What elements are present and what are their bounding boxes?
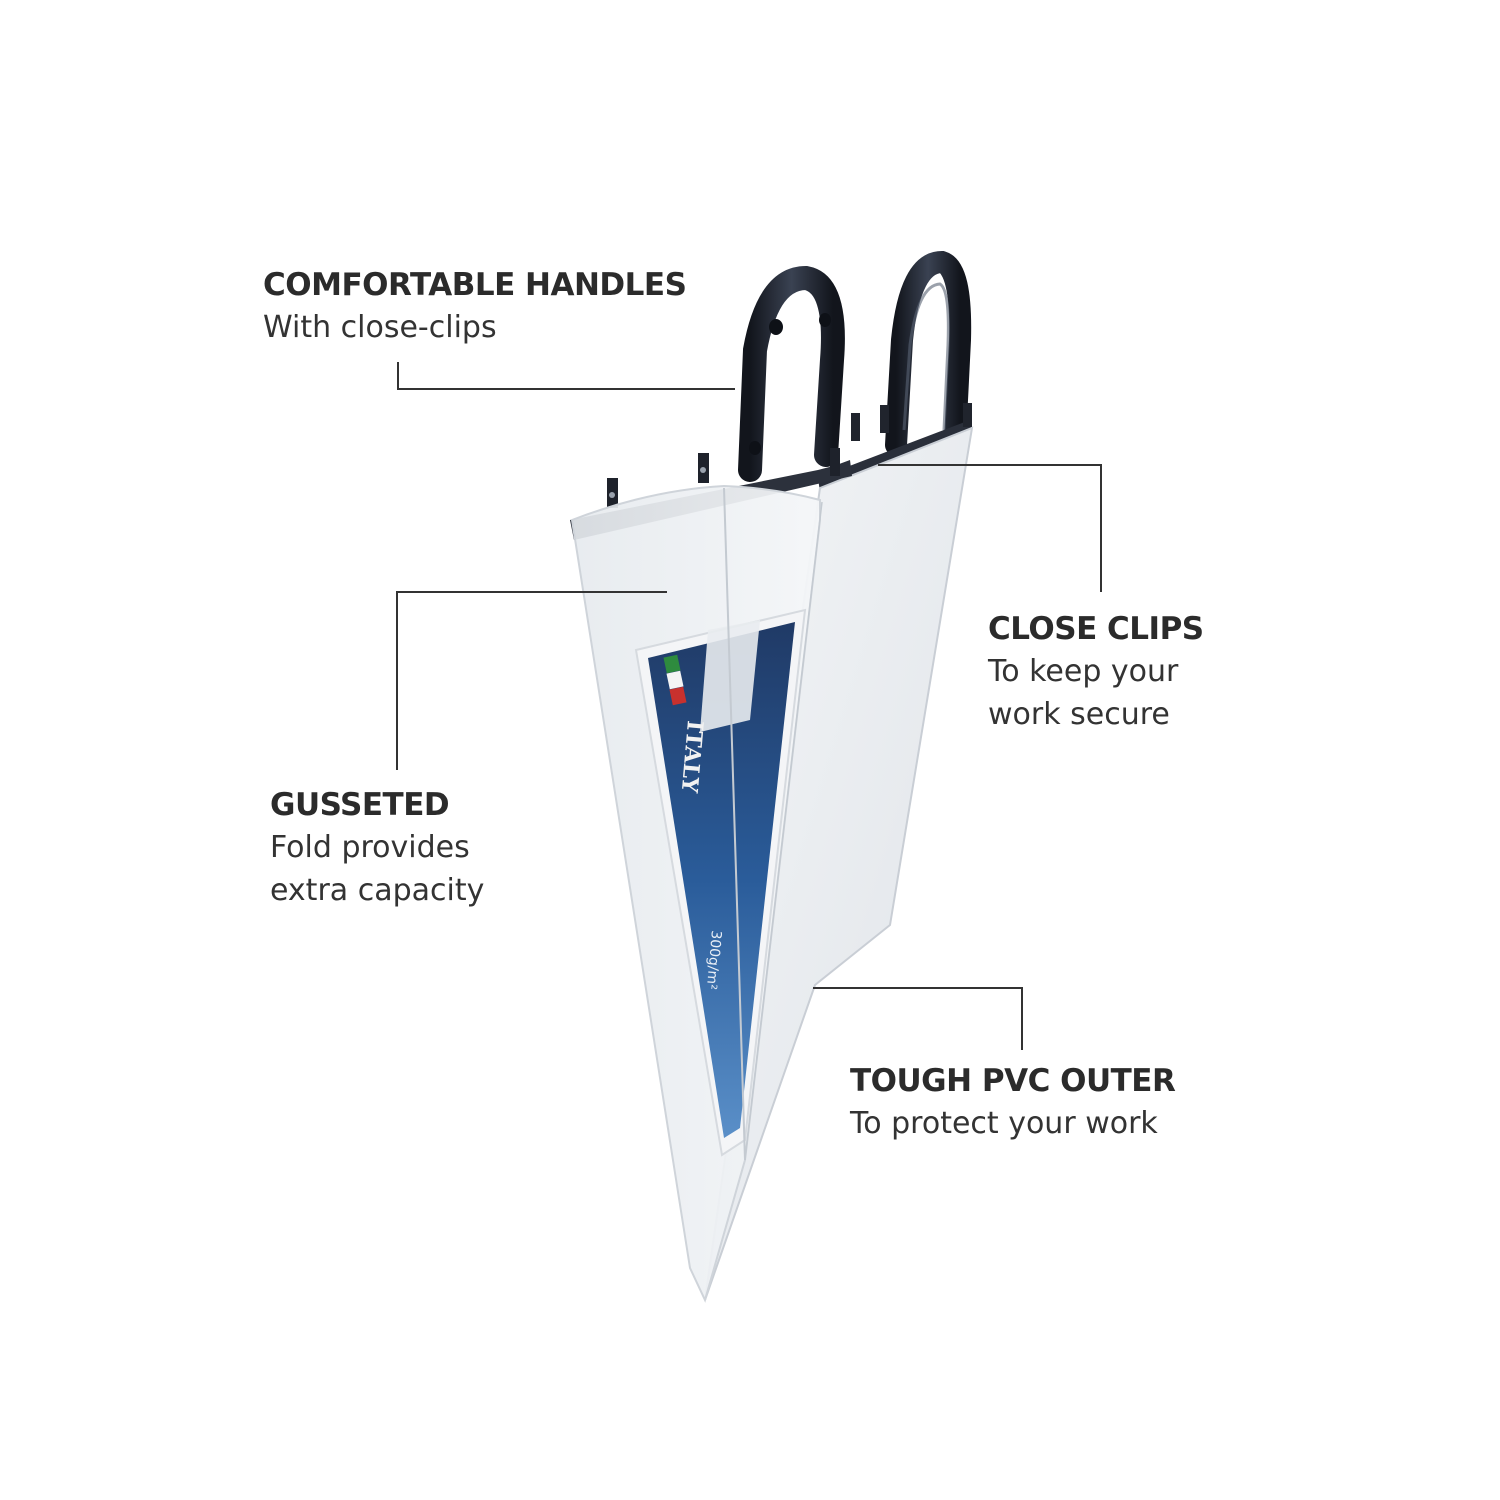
back-handle [885,250,972,456]
card-brand-text: ITALY [676,719,708,794]
clips-subtext-line-1: To keep your [988,654,1179,689]
clips-subtext-line-2: work secure [988,697,1170,732]
leader-lines [396,362,1102,1050]
handles-subtext: With close-clips [263,310,497,345]
leader-handles [397,362,735,390]
gusseted-subtext-line-2: extra capacity [270,873,485,908]
inner-card: ITALY 300g/m² [634,608,807,1157]
front-handle [738,265,845,482]
handles-heading: COMFORTABLE HANDLES [263,267,687,303]
card-spec-text: 300g/m² [703,930,724,991]
leader-gusseted [396,591,667,770]
leader-pvc [813,987,1023,1050]
back-clips [851,403,972,441]
leader-clips [878,464,1102,592]
callout-handles: COMFORTABLE HANDLES With close-clips [263,264,687,349]
front-edge-line [744,501,823,1161]
gusset-fold-line [723,487,746,1161]
pvc-heading: TOUGH PVC OUTER [850,1063,1176,1099]
callout-pvc-outer: TOUGH PVC OUTER To protect your work [850,1060,1176,1145]
gusseted-subtext-line-1: Fold provides [270,830,470,865]
pvc-subtext: To protect your work [850,1106,1158,1141]
front-clips [607,448,840,508]
callout-close-clips: CLOSE CLIPS To keep your work secure [988,608,1204,736]
gusseted-heading: GUSSETED [270,787,450,823]
callout-gusseted: GUSSETED Fold provides extra capacity [270,784,484,912]
clips-heading: CLOSE CLIPS [988,611,1204,647]
